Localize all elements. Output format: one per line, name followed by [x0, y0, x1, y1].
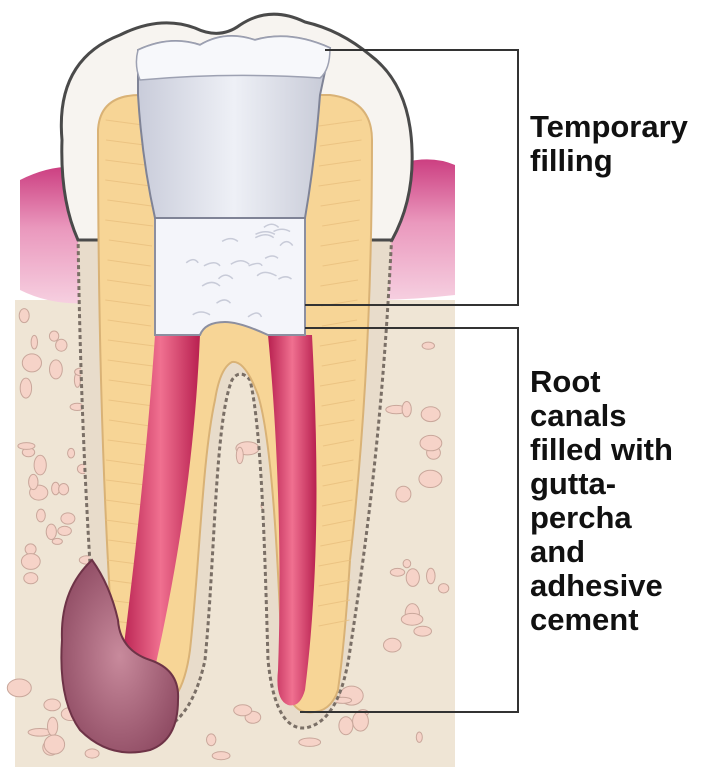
bone-pore [207, 734, 216, 746]
label-line: filling [530, 144, 700, 178]
bone-pore [390, 568, 404, 576]
adhesive-cement [155, 215, 305, 335]
bone-pore [21, 554, 40, 570]
label-line: canals [530, 399, 700, 433]
bone-pore [25, 544, 36, 555]
bone-pore [56, 339, 67, 351]
bone-pore [31, 335, 37, 349]
label-line: filled with [530, 433, 700, 467]
bone-pore [422, 342, 434, 349]
bone-pore [37, 509, 46, 522]
bone-pore [52, 538, 62, 544]
bone-pore [414, 626, 432, 636]
label-line: Temporary [530, 110, 700, 144]
bone-pore [29, 474, 38, 489]
bone-pore [18, 443, 35, 450]
bone-pore [48, 717, 58, 735]
bone-pore [403, 560, 411, 568]
label-root-canals: Root canals filled with gutta- percha an… [530, 365, 700, 637]
bone-pore [58, 526, 72, 535]
bone-pore [24, 573, 38, 584]
bone-pore [427, 568, 436, 584]
bone-pore [212, 752, 230, 760]
bone-pore [402, 402, 411, 417]
bone-pore [44, 735, 64, 754]
bone-pore [61, 513, 75, 524]
bone-pore [85, 749, 99, 758]
bone-pore [401, 613, 423, 625]
bone-pore [68, 448, 75, 458]
bone-pore [396, 486, 411, 502]
bone-pore [20, 378, 31, 398]
label-line: percha [530, 501, 700, 535]
bone-pore [50, 360, 63, 379]
label-line: adhesive [530, 569, 700, 603]
bone-pore [419, 470, 442, 487]
bone-pore [7, 679, 31, 697]
bone-pore [299, 738, 321, 746]
bone-pore [49, 331, 58, 341]
temporary-filling-top [136, 36, 330, 80]
bone-pore [406, 569, 419, 587]
bone-pore [236, 447, 243, 463]
label-line: cement [530, 603, 700, 637]
label-line: Root [530, 365, 700, 399]
label-line: gutta- [530, 467, 700, 501]
bone-pore [34, 455, 46, 475]
bone-pore [384, 638, 402, 652]
bone-pore [339, 717, 353, 735]
bone-pore [19, 309, 29, 323]
label-temporary-filling: Temporary filling [530, 110, 700, 178]
bone-pore [59, 484, 69, 495]
bone-pore [22, 354, 41, 372]
bone-pore [421, 407, 440, 422]
label-line: and [530, 535, 700, 569]
bone-pore [438, 584, 448, 593]
bone-pore [353, 711, 369, 731]
bone-pore [420, 435, 442, 450]
bone-pore [44, 699, 61, 711]
bone-pore [46, 524, 56, 539]
bone-pore [416, 732, 422, 742]
bone-pore [234, 705, 252, 716]
